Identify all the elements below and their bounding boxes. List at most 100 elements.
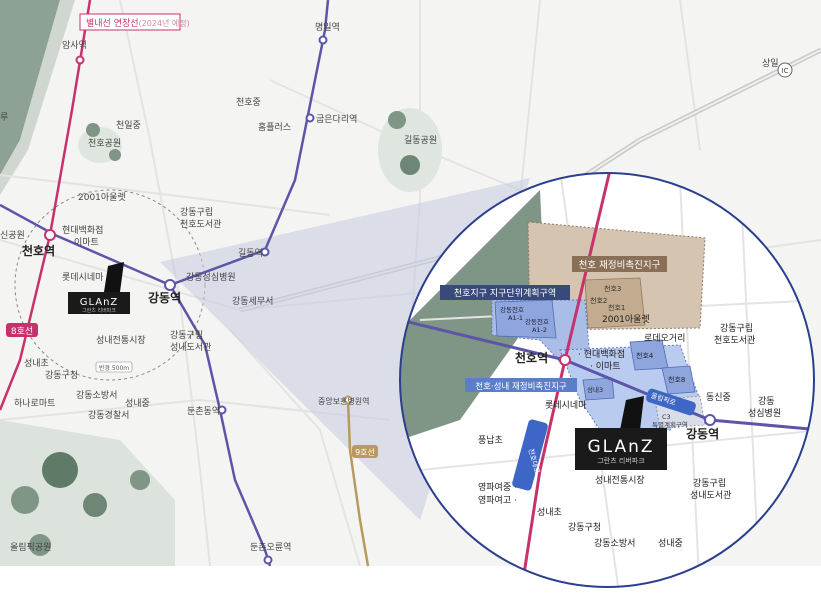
bottom-blank [0,566,821,599]
glanz-sub-large: 그란츠 리버파크 [597,456,645,465]
zone-cheonho8 [661,365,696,395]
inset-gangdong-fire: 강동소방서 [594,538,635,549]
inset-hospital-1: 강동 [758,396,775,407]
place-sangil: 상일 [762,58,779,69]
place-gangdong-fire: 강동소방서 [76,390,117,401]
lot-cheonho [584,277,646,329]
radius-tag: 반경 500m [95,361,133,373]
place-library-2: 천호도서관 [180,219,221,230]
line8-badge-text: 8호선 [11,326,33,337]
inset-zone-seongnae: 천호·성내 재정비촉진지구 [475,381,567,392]
inset-library-cheonho-2: 천호도서관 [714,335,755,346]
inset-labels: 천호 재정비촉진지구 천호지구 지구단위계획구역 천호·성내 재정비촉진지구 천… [440,256,781,549]
inset-a1-1: 강동천호 [500,305,524,314]
inset-cheonho4: 천호4 [636,351,654,360]
station-dunchon: 둔촌동역 [187,406,220,417]
han-river [0,0,60,175]
radius-text: 반경 500m [99,364,129,372]
place-gildong-park: 길동공원 [404,135,437,146]
place-cheonho-park: 천호공원 [88,138,121,149]
line-9 [346,399,370,567]
glanz-sub-small: 그란츠 리버파크 [82,307,116,314]
inset-seongnae-elem: 성내초 [537,507,562,518]
inset-library-seongnae-2: 성내도서관 [690,490,731,501]
station-markers [44,35,353,565]
station-cheonho-label: 천호역 [22,243,55,258]
place-lotte-cinema: 롯데시네마 [62,272,104,283]
glanz-marker-large: GLAnZ 그란츠 리버파크 [575,396,667,470]
inset-yeongpa-1: 영파여중 · [478,481,517,493]
inset-a1-1b: A1-1 [508,314,523,322]
banner-text: 별내선 연장선 [86,18,139,29]
inset-line-5 [400,318,814,432]
park-areas [0,108,442,566]
inset-seongnae3: 성내3 [587,385,603,394]
base-labels: 암사역 명일역 굽은다리역 길동역 둔촌동역 중앙보훈병원역 둔촌오륜역 천일중… [0,22,779,553]
inset-lot-cheonho3: 천호3 [604,284,621,293]
inset-pungnap: 풍납초 [478,435,503,446]
place-olympic-park: 올림픽공원 [10,541,51,553]
station-amsa: 암사역 [62,39,87,51]
inset-hospital-2: 성심병원 [748,408,781,419]
inset-seongnae-middle: 성내중 [658,538,683,549]
station-dunchon-oryun: 둔촌오륜역 [250,542,291,553]
glanz-name-small: GLAnZ [80,297,119,308]
place-seongnae-middle: 성내중 [125,398,150,409]
place-hyundai: 현대백화점 [62,224,103,236]
ic-marker: IC [777,62,793,78]
station-gangdong-label: 강동역 [148,290,181,305]
inset-lot-cheonho2: 천호2 [590,296,607,305]
inset-library-seongnae-1: 강동구립 [693,478,726,489]
line-extension-banner: 별내선 연장선(2024년 예정) [79,13,190,31]
inset-c3: C3 [662,413,671,421]
station-myeongil: 명일역 [315,22,340,33]
inset-yeongpa-2: 영파여고 · [478,494,517,506]
inset-map [400,173,814,587]
inset-lotte: 롯데시네마 [545,400,587,411]
line9-badge-text: 9호선 [355,448,375,457]
place-cheonho-middle: 천호중 [236,97,261,108]
station-gil: 길동역 [238,248,263,259]
inset-outlet-2001: 2001아울렛 [602,314,650,325]
inset-dongsin: 동신중 [706,392,731,403]
inset-marker-cheonho [559,354,571,366]
inset-zone-district: 천호지구 지구단위계획구역 [454,287,556,299]
inset-border [399,172,815,588]
ic-text: IC [782,67,789,75]
inset-emart: · 이마트 [590,361,621,372]
inset-c3b: 특별계획구역 [652,420,688,429]
han-river-bank [0,0,75,195]
inset-a1-2b: A1-2 [532,326,547,334]
inset-library-cheonho-1: 강동구립 [720,323,753,334]
place-left-park: 신공원 [0,230,25,241]
inset-station-gangdong: 강동역 [686,426,719,441]
place-gangdong-tax: 강동세무서 [232,296,273,307]
place-seongnae-library-2: 성내도서관 [170,342,211,353]
inset-cheonho8: 천호8 [668,375,685,384]
place-seongnae-library-1: 강동구립 [170,330,203,341]
glanz-marker-small: GLAnZ 그란츠 리버파크 [68,262,130,314]
glanz-name-large: GLAnZ [587,437,654,457]
station-jungang-bohun: 중앙보훈병원역 [318,396,370,406]
place-emart: 이마트 [74,237,99,248]
inset-station-cheonho: 천호역 [515,350,548,365]
place-cheonil-middle: 천일중 [116,120,141,131]
place-homeplus: 홈플러스 [258,121,291,133]
place-left-edge: 루 [0,112,8,123]
inset-hyundai: · 현대백화점 [578,348,625,360]
station-gubeundari: 굽은다리역 [316,114,357,125]
inset-gangdong-district: 강동구청 [568,522,601,533]
inset-zone-redevelop: 천호 재정비촉진지구 [579,260,661,271]
svg-text:별내선 연장선(2024년 예정): 별내선 연장선(2024년 예정) [86,18,190,29]
zone-a1 [494,299,557,339]
place-gangdong-hospital: 강동성심병원 [186,272,236,283]
place-gangdong-district: 강동구청 [45,370,78,381]
line8-badge: 8호선 [6,323,38,337]
inset-lot-cheonho1: 천호1 [608,303,625,312]
line-5-branch [168,284,272,567]
place-seongnae-elem: 성내초 [24,358,49,369]
zone-seongnae3 [582,377,615,401]
place-library-1: 강동구립 [180,207,213,218]
line9-badge: 9호선 [352,445,378,458]
